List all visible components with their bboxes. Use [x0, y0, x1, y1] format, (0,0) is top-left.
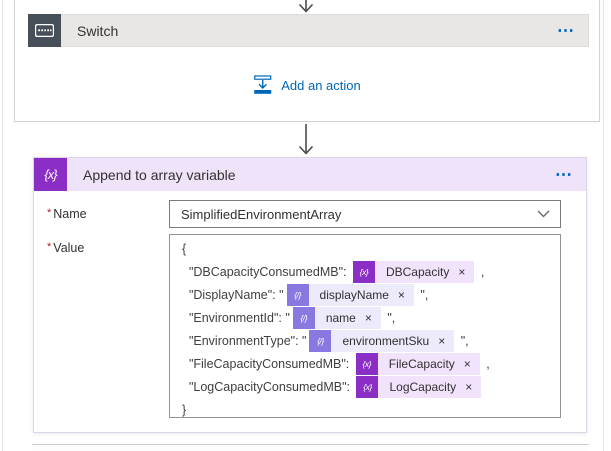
switch-card-title: Switch: [77, 22, 119, 39]
value-line: "EnvironmentId": "{/} name × ",: [182, 306, 548, 329]
json-text: }: [182, 402, 187, 417]
dynamic-content-token-displayName[interactable]: {/} displayName ×: [286, 283, 414, 306]
remove-token-icon[interactable]: ×: [463, 356, 471, 371]
token-pill: LogCapacity ×: [378, 375, 482, 398]
json-suffix-text: ,: [482, 356, 490, 371]
dynamic-content-token-DBCapacity[interactable]: {x} DBCapacity ×: [352, 260, 475, 283]
remove-token-icon[interactable]: ×: [397, 287, 405, 302]
remove-token-icon[interactable]: ×: [458, 264, 466, 279]
add-action-button[interactable]: Add an action: [253, 75, 361, 95]
json-key-text: "LogCapacityConsumedMB":: [182, 379, 354, 394]
json-suffix-text: ",: [383, 310, 396, 325]
json-key-text: "EnvironmentType": ": [182, 333, 307, 348]
remove-token-icon[interactable]: ×: [364, 310, 372, 325]
name-field-label: *Name: [47, 207, 87, 221]
token-pill: environmentSku ×: [331, 329, 455, 352]
json-token-icon: {/}: [286, 283, 309, 306]
value-line: {: [182, 237, 548, 260]
token-label: displayName: [319, 287, 389, 302]
json-suffix-text: ",: [457, 333, 469, 348]
value-field-row: *Value { "DBCapacityConsumedMB": {x}DBCa…: [47, 234, 561, 418]
value-editor[interactable]: { "DBCapacityConsumedMB": {x} DBCapacity ×…: [169, 234, 561, 418]
required-marker: *: [47, 241, 52, 253]
value-line: "EnvironmentType": "{/} environmentSku × "…: [182, 329, 548, 352]
chevron-down-icon[interactable]: [537, 210, 550, 218]
dynamic-content-token-name[interactable]: {/} name ×: [292, 306, 381, 329]
append-card-header[interactable]: {x} Append to array variable ⋯: [34, 158, 586, 191]
json-suffix-text: ",: [416, 287, 429, 302]
token-label: environmentSku: [342, 333, 430, 348]
add-action-label: Add an action: [281, 77, 361, 93]
dynamic-content-token-FileCapacity[interactable]: {x} FileCapacity ×: [355, 352, 480, 375]
json-key-text: "FileCapacityConsumedMB":: [182, 356, 353, 371]
connector-arrow-icon: [297, 0, 315, 18]
value-field-label: *Value: [47, 241, 85, 255]
json-token-icon: {/}: [309, 329, 332, 352]
variable-action-icon: {x}: [34, 158, 67, 191]
append-to-array-variable-card: {x} Append to array variable ⋯ *Name Sim…: [33, 157, 587, 433]
json-key-text: "DisplayName": ": [182, 287, 284, 302]
token-pill: displayName ×: [308, 283, 414, 306]
append-more-menu-icon[interactable]: ⋯: [555, 165, 572, 184]
append-card-body: *Name SimplifiedEnvironmentArray *Value …: [34, 191, 586, 418]
value-line: "LogCapacityConsumedMB": {x} LogCapacity ×: [182, 375, 548, 398]
variable-token-icon: {x}: [356, 375, 379, 398]
token-pill: DBCapacity ×: [374, 260, 475, 283]
value-line: }: [182, 398, 548, 417]
dynamic-content-token-environmentSku[interactable]: {/} environmentSku ×: [309, 329, 455, 352]
remove-token-icon[interactable]: ×: [465, 379, 473, 394]
value-line: "DisplayName": "{/} displayName × ",: [182, 283, 548, 306]
connector-arrow-icon: [297, 124, 315, 160]
token-pill: FileCapacity ×: [377, 352, 480, 375]
append-card-title: Append to array variable: [83, 166, 236, 183]
dynamic-content-token-LogCapacity[interactable]: {x} LogCapacity ×: [356, 375, 482, 398]
token-pill: name ×: [314, 306, 381, 329]
token-label: name: [325, 310, 356, 325]
token-label: FileCapacity: [388, 356, 455, 371]
switch-icon: [28, 13, 61, 47]
required-marker: *: [47, 207, 52, 219]
variable-token-icon: {x}: [355, 352, 378, 375]
name-dropdown[interactable]: SimplifiedEnvironmentArray: [169, 200, 561, 228]
variable-token-icon: {x}: [352, 260, 375, 283]
remove-token-icon[interactable]: ×: [438, 333, 446, 348]
json-token-icon: {/}: [292, 306, 315, 329]
switch-scope-container: Switch ⋯ Add an action: [14, 0, 600, 122]
switch-more-menu-icon[interactable]: ⋯: [557, 21, 574, 40]
switch-action-card[interactable]: Switch ⋯: [28, 13, 589, 47]
next-card-top-edge: [32, 444, 589, 451]
add-action-icon: [253, 75, 272, 95]
token-label: DBCapacity: [385, 264, 450, 279]
value-line: "FileCapacityConsumedMB": {x}FileCapacit…: [182, 352, 548, 375]
name-field-row: *Name SimplifiedEnvironmentArray: [47, 200, 561, 228]
json-suffix-text: ,: [477, 264, 485, 279]
token-label: LogCapacity: [389, 379, 457, 394]
value-line: "DBCapacityConsumedMB": {x} DBCapacity × ,: [182, 260, 548, 283]
json-key-text: "EnvironmentId": ": [182, 310, 290, 325]
json-text: {: [182, 241, 187, 256]
name-dropdown-value: SimplifiedEnvironmentArray: [181, 206, 342, 222]
json-key-text: "DBCapacityConsumedMB":: [182, 264, 350, 279]
